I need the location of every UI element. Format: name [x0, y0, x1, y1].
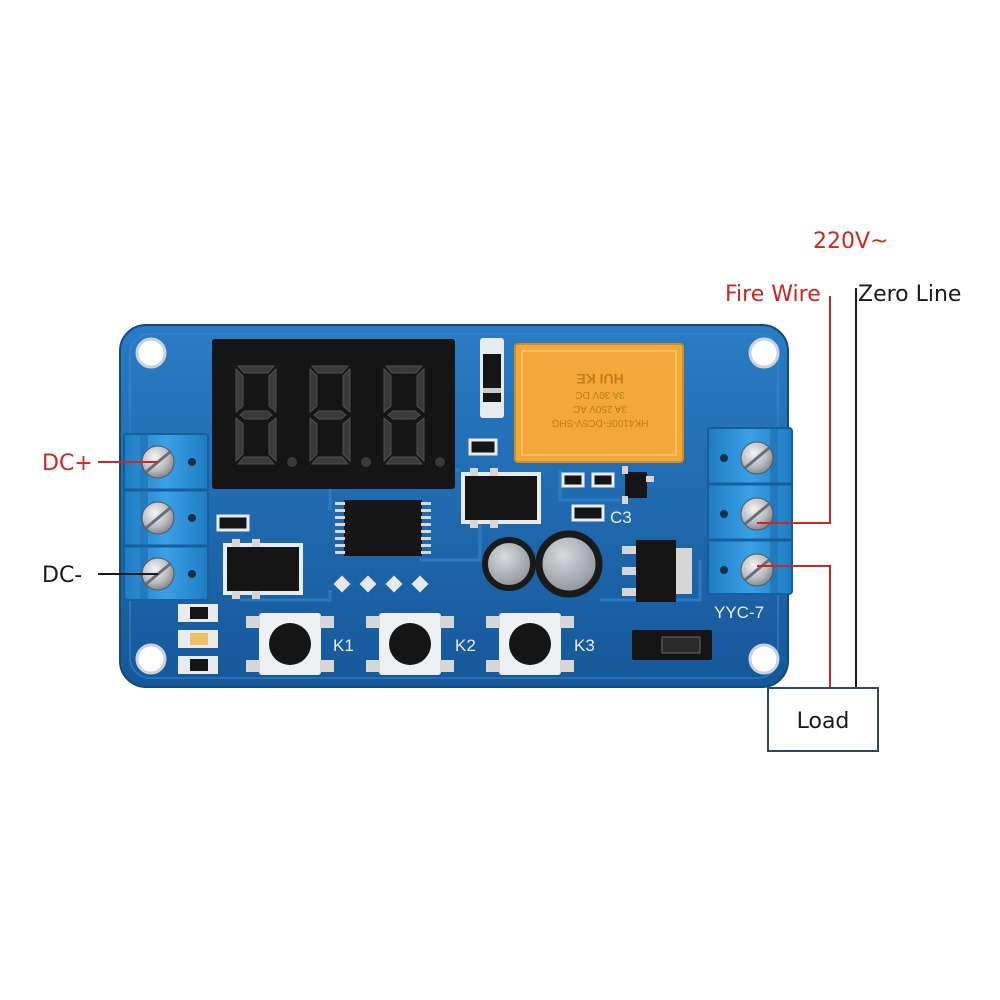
- jumper-header: [632, 630, 712, 660]
- solder-pads: [333, 575, 429, 593]
- fire-wire-line: [757, 296, 831, 524]
- mounting-hole: [748, 643, 780, 675]
- voltage-regulator: [622, 540, 692, 602]
- screw-terminal: [740, 497, 774, 531]
- microcontroller-chip: [335, 500, 431, 556]
- diode: [480, 338, 504, 418]
- relay-marking: 3A 30V DC: [575, 389, 624, 400]
- optocoupler: [461, 468, 541, 528]
- supply-voltage-label: 220V~: [813, 229, 888, 254]
- status-leds: [178, 604, 218, 674]
- screw-terminal: [740, 441, 774, 475]
- button-k3: [486, 613, 574, 675]
- fire-wire-to-load: [757, 565, 831, 688]
- relay-marking: HUI KE: [576, 371, 623, 387]
- relay: HK4100F-DC5V-SHG 3A 250V AC 3A 30V DC HU…: [514, 343, 684, 463]
- mounting-hole: [135, 643, 167, 675]
- button-label-k2: K2: [455, 636, 476, 655]
- dc-plus-label: DC+: [42, 451, 93, 476]
- relay-terminal-block: [707, 427, 793, 595]
- capacitor-label: C3: [610, 508, 632, 527]
- zero-line-label: Zero Line: [858, 282, 961, 307]
- button-k1: [246, 613, 334, 675]
- optocoupler: [223, 539, 303, 599]
- mounting-hole: [135, 337, 167, 369]
- button-k2: [366, 613, 454, 675]
- mounting-hole: [748, 337, 780, 369]
- electrolytic-capacitor: [482, 530, 603, 598]
- screw-terminal: [141, 501, 175, 535]
- load-label: Load: [797, 709, 850, 734]
- load-box: [767, 687, 879, 752]
- button-label-k3: K3: [574, 636, 595, 655]
- relay-marking: HK4100F-DC5V-SHG: [551, 417, 648, 428]
- smd-components: [216, 438, 654, 532]
- dc-minus-label: DC-: [42, 563, 82, 588]
- seven-segment-display: [212, 339, 455, 489]
- relay-marking: 3A 250V AC: [573, 403, 627, 414]
- button-label-k1: K1: [333, 636, 354, 655]
- wiring: [98, 288, 857, 688]
- screw-terminal: [740, 553, 774, 587]
- board-model-label: YYC-7: [714, 603, 764, 622]
- fire-wire-label: Fire Wire: [725, 282, 821, 307]
- dc-terminal-block: [123, 433, 209, 601]
